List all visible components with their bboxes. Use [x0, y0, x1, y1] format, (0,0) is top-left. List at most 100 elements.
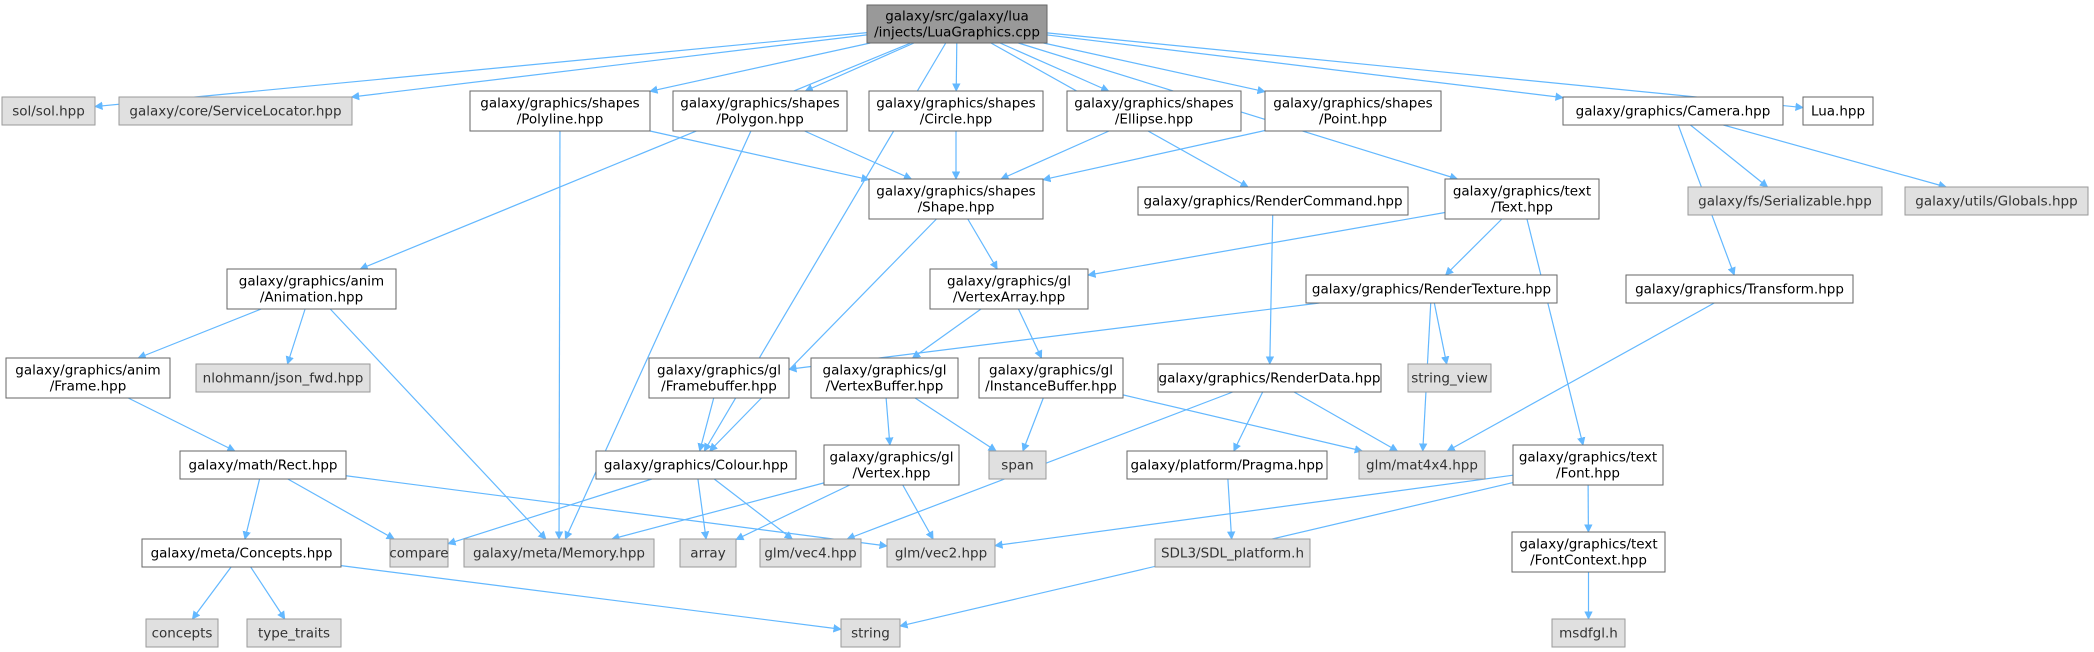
node-box: [1625, 274, 1854, 304]
node-label: galaxy/graphics/shapes: [876, 96, 1035, 112]
node-label: galaxy/graphics/gl: [947, 274, 1071, 290]
node-box: [866, 4, 1048, 44]
node-label: galaxy/graphics/gl: [657, 363, 781, 379]
node-vertexarray[interactable]: galaxy/graphics/gl/VertexArray.hpp: [929, 268, 1089, 310]
node-box: [1511, 531, 1666, 573]
edge-camera-to-serializable: [1690, 124, 1769, 188]
node-label: /VertexArray.hpp: [953, 290, 1065, 306]
node-animation[interactable]: galaxy/graphics/anim/Animation.hpp: [226, 268, 397, 310]
node-rendertexture[interactable]: galaxy/graphics/RenderTexture.hpp: [1305, 274, 1558, 304]
node-box: [179, 450, 347, 480]
node-sdlplatform: SDL3/SDL_platform.h: [1154, 538, 1311, 568]
node-box: [1562, 96, 1784, 126]
node-text[interactable]: galaxy/graphics/text/Text.hpp: [1444, 178, 1600, 220]
node-pragma[interactable]: galaxy/platform/Pragma.hpp: [1126, 450, 1328, 480]
node-transform[interactable]: galaxy/graphics/Transform.hpp: [1625, 274, 1854, 304]
node-label: galaxy/graphics/gl: [830, 450, 954, 466]
node-colour[interactable]: galaxy/graphics/Colour.hpp: [595, 450, 797, 480]
node-label: galaxy/meta/Memory.hpp: [473, 546, 645, 562]
node-label: /Polyline.hpp: [517, 112, 604, 128]
node-box: [679, 538, 737, 568]
node-label: glm/vec4.hpp: [764, 546, 856, 562]
edge-root-to-animation: [359, 42, 911, 271]
node-box: [1358, 450, 1486, 480]
node-label: galaxy/graphics/Colour.hpp: [604, 458, 788, 474]
node-label: /Frame.hpp: [50, 379, 127, 395]
edge-text-to-vertexarray: [1087, 211, 1446, 278]
node-point[interactable]: galaxy/graphics/shapes/Point.hpp: [1264, 90, 1442, 132]
edge-root-to-point: [1043, 42, 1266, 95]
node-box: [1157, 363, 1382, 393]
node-lua[interactable]: Lua.hpp: [1802, 96, 1874, 126]
edge-polyline-to-memory: [554, 130, 564, 540]
node-box: [195, 363, 371, 393]
node-label: /Point.hpp: [1319, 112, 1387, 128]
node-box: [1126, 450, 1328, 480]
node-polygon[interactable]: galaxy/graphics/shapes/Polygon.hpp: [672, 90, 848, 132]
node-box: [226, 268, 397, 310]
node-label: /Circle.hpp: [920, 112, 992, 128]
edge-vertexbuffer-to-vertex: [885, 397, 894, 446]
node-label: compare: [389, 546, 448, 562]
node-box: [1551, 618, 1626, 648]
node-label: string_view: [1411, 371, 1488, 387]
edge-text-to-font: [1526, 218, 1586, 446]
node-box: [469, 90, 651, 132]
node-rendercmd[interactable]: galaxy/graphics/RenderCommand.hpp: [1137, 186, 1409, 216]
node-box: [1264, 90, 1442, 132]
edge-text-to-rendertexture: [1444, 218, 1503, 276]
node-root[interactable]: galaxy/src/galaxy/lua/injects/LuaGraphic…: [866, 4, 1048, 44]
node-font[interactable]: galaxy/graphics/text/Font.hpp: [1512, 444, 1664, 486]
node-box: [145, 618, 219, 648]
edge-transform-to-mat4x4: [1446, 302, 1715, 452]
node-label: galaxy/graphics/text: [1519, 537, 1657, 553]
node-memory: galaxy/meta/Memory.hpp: [463, 538, 655, 568]
node-renderdata[interactable]: galaxy/graphics/RenderData.hpp: [1157, 363, 1382, 393]
node-circle[interactable]: galaxy/graphics/shapes/Circle.hpp: [868, 90, 1044, 132]
node-box: [1407, 363, 1492, 393]
node-label: SDL3/SDL_platform.h: [1161, 546, 1304, 562]
node-rect[interactable]: galaxy/math/Rect.hpp: [179, 450, 347, 480]
edge-pragma-to-sdlplatform: [1226, 478, 1236, 540]
node-label: galaxy/meta/Concepts.hpp: [151, 546, 333, 562]
node-vertexbuffer[interactable]: galaxy/graphics/gl/VertexBuffer.hpp: [810, 357, 959, 399]
node-box: [1802, 96, 1874, 126]
node-label: galaxy/graphics/RenderCommand.hpp: [1143, 194, 1402, 210]
node-vertex[interactable]: galaxy/graphics/gl/Vertex.hpp: [823, 444, 960, 486]
edge-concepts-to-string: [340, 565, 842, 633]
node-box: [118, 96, 353, 126]
node-polyline[interactable]: galaxy/graphics/shapes/Polyline.hpp: [469, 90, 651, 132]
node-concepts[interactable]: galaxy/meta/Concepts.hpp: [141, 538, 342, 568]
node-box: [595, 450, 797, 480]
node-camera[interactable]: galaxy/graphics/Camera.hpp: [1562, 96, 1784, 126]
edge-animation-to-jsonfwd: [285, 308, 306, 365]
node-label: /Polygon.hpp: [716, 112, 804, 128]
node-label: galaxy/graphics/RenderTexture.hpp: [1312, 282, 1551, 298]
node-framebuffer[interactable]: galaxy/graphics/gl/Framebuffer.hpp: [648, 357, 790, 399]
node-label: galaxy/graphics/shapes: [1273, 96, 1432, 112]
edge-vertexarray-to-vertexbuffer: [911, 308, 982, 359]
node-label: glm/mat4x4.hpp: [1366, 458, 1478, 474]
node-ellipse[interactable]: galaxy/graphics/shapes/Ellipse.hpp: [1066, 90, 1242, 132]
node-box: [1687, 186, 1883, 216]
node-stringview: string_view: [1407, 363, 1492, 393]
node-label: galaxy/graphics/text: [1519, 450, 1657, 466]
node-frame[interactable]: galaxy/graphics/anim/Frame.hpp: [5, 357, 171, 399]
edge-root-to-camera: [1046, 34, 1564, 101]
node-instancebuffer[interactable]: galaxy/graphics/gl/InstanceBuffer.hpp: [978, 357, 1124, 399]
node-label: nlohmann/json_fwd.hpp: [203, 371, 364, 387]
edge-renderdata-to-pragma: [1233, 391, 1264, 452]
edge-polyline-to-shape: [649, 130, 870, 183]
node-label: galaxy/platform/Pragma.hpp: [1130, 458, 1323, 474]
edge-root-to-polygon: [804, 42, 915, 92]
node-label: galaxy/graphics/text: [1453, 184, 1591, 200]
edge-vertex-to-vec2: [902, 484, 934, 540]
node-label: /Animation.hpp: [260, 290, 363, 306]
node-label: galaxy/src/galaxy/lua: [885, 9, 1029, 25]
node-shape[interactable]: galaxy/graphics/shapes/Shape.hpp: [868, 178, 1044, 220]
node-fontcontext[interactable]: galaxy/graphics/text/FontContext.hpp: [1511, 531, 1666, 573]
node-label: galaxy/utils/Globals.hpp: [1915, 194, 2077, 210]
edge-point-to-shape: [1042, 129, 1266, 183]
node-label: galaxy/graphics/shapes: [680, 96, 839, 112]
